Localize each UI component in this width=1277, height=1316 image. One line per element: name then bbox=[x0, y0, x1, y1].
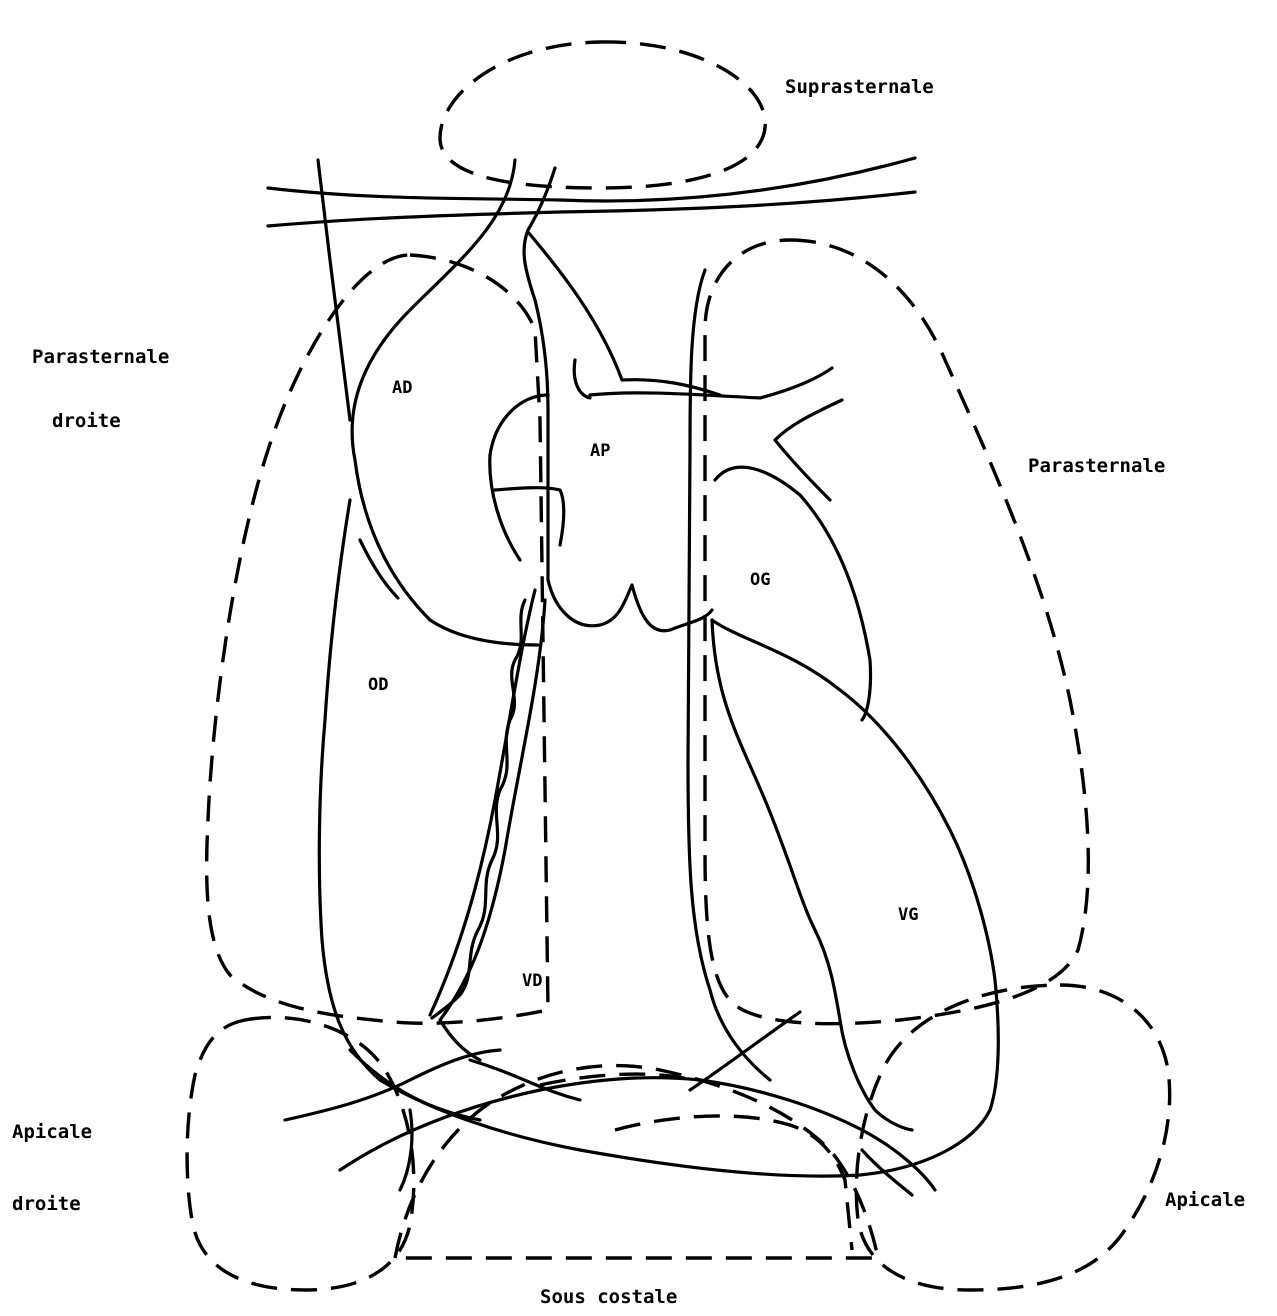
label-apicale-droite-line1: Apicale bbox=[12, 1121, 92, 1143]
right-parasternal-window-outline bbox=[207, 255, 548, 1023]
label-og: OG bbox=[750, 570, 770, 590]
label-apicale-droite-line2: droite bbox=[12, 1193, 81, 1215]
right-apical-window-outline bbox=[187, 1017, 414, 1290]
left-heart-inner-wall bbox=[688, 270, 770, 1080]
label-ad: AD bbox=[392, 378, 412, 398]
left-apical-window-outline bbox=[856, 985, 1169, 1290]
label-apicale: Apicale bbox=[1165, 1189, 1245, 1211]
left-atrium-wall bbox=[715, 467, 871, 720]
label-vd: VD bbox=[522, 971, 542, 991]
suprasternal-window-outline bbox=[440, 42, 765, 188]
window-labels: Suprasternale Parasternale droite Parast… bbox=[12, 76, 1245, 1308]
thoracic-line-upper bbox=[268, 158, 915, 201]
apex-crossing-line-3 bbox=[350, 1050, 480, 1120]
ascending-curve bbox=[574, 360, 590, 398]
label-parasternale-droite-line1: Parasternale bbox=[32, 346, 169, 368]
septum-right-border bbox=[440, 600, 545, 1060]
acoustic-windows bbox=[187, 42, 1170, 1290]
aorta-right-wall bbox=[524, 168, 555, 580]
label-parasternale-droite-line2: droite bbox=[52, 410, 121, 432]
right-sternal-line bbox=[318, 160, 350, 420]
label-parasternale: Parasternale bbox=[1028, 455, 1165, 477]
chamber-labels: AD AP OG OD VD VG bbox=[368, 378, 918, 991]
left-ventricle-outer-wall bbox=[712, 620, 995, 980]
aorta-left-wall bbox=[352, 160, 538, 645]
label-suprasternale: Suprasternale bbox=[785, 76, 934, 98]
label-vg: VG bbox=[898, 905, 918, 925]
label-sous-costale: Sous costale bbox=[540, 1286, 677, 1308]
apex-crossing-line-5 bbox=[690, 1012, 800, 1090]
left-parasternal-window-outline bbox=[705, 240, 1088, 1024]
label-od: OD bbox=[368, 675, 388, 695]
subcostal-window-outline bbox=[395, 1066, 878, 1258]
label-ap: AP bbox=[590, 441, 610, 461]
